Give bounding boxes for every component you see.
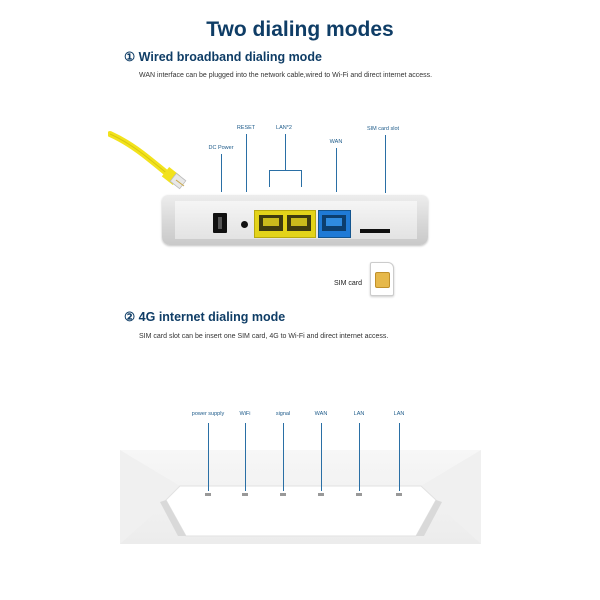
sim-card-slot [360,229,390,233]
lan1-leader-line [269,170,270,187]
wifi-indicator-icon [242,493,248,496]
lan-port-2 [287,215,311,231]
dc-power-leader-line [221,154,222,192]
reset-leader-line [246,134,247,192]
wan-leader-line-2 [321,423,322,491]
section1-heading: ① Wired broadband dialing mode [124,50,322,64]
lan1-label-2: LAN [353,411,365,417]
wan-label-2: WAN [314,411,328,417]
power-indicator-icon [205,493,211,496]
lan-ports [254,210,316,238]
wan-label: WAN [329,139,343,145]
section2-description: SIM card slot can be insert one SIM card… [139,333,389,340]
router-front-panel [120,450,481,544]
reset-button-hole [241,221,248,228]
wan-port-socket [322,215,346,231]
lan2-leader-line-2 [399,423,400,491]
wan-leader-line [336,148,337,192]
signal-leader-line [283,423,284,491]
wan-port [318,210,351,238]
lan-bracket-line [269,170,302,171]
dc-power-label: DC Power [208,145,234,151]
sim-card-icon [370,262,394,296]
page-title: Two dialing modes [206,18,394,41]
reset-label: RESET [236,125,256,131]
wifi-leader-line [245,423,246,491]
lan1-leader-line-2 [359,423,360,491]
power-supply-label: power supply [191,411,225,417]
power-supply-leader-line [208,423,209,491]
wifi-label: WiFi [239,411,251,417]
wan-indicator-icon [318,493,324,496]
lan2-indicator-icon [396,493,402,496]
ethernet-cable-icon [108,131,187,190]
sim-slot-label: SIM card slot [366,126,400,132]
lan1-indicator-icon [356,493,362,496]
signal-indicator-icon [280,493,286,496]
lan2-label-2: LAN [393,411,405,417]
section1-description: WAN interface can be plugged into the ne… [139,72,433,79]
dc-power-port [213,213,227,233]
sim-chip-icon [375,272,390,288]
section2-heading: ② 4G internet dialing mode [124,310,286,324]
sim-card-label: SIM card [334,280,363,287]
signal-label: signal [275,411,291,417]
lan-label: LAN*2 [276,125,292,131]
sim-slot-leader-line [385,135,386,193]
lan-port-1 [259,215,283,231]
lan2-leader-line [301,170,302,187]
lan-leader-line [285,134,286,170]
